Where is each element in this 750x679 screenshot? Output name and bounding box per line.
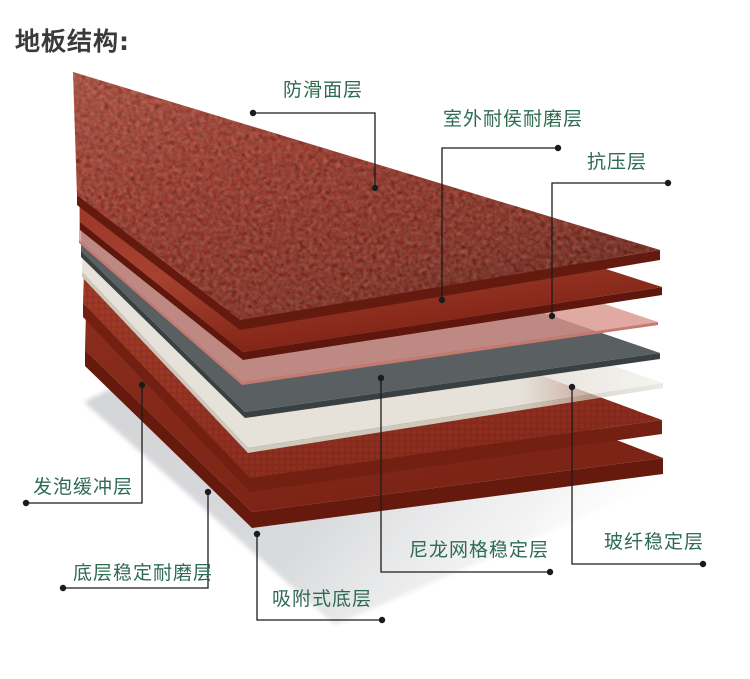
layer-edge-bottom-stable-wear — [85, 350, 663, 528]
callout-foam-cushion — [22, 381, 146, 507]
callout-line-foam-cushion — [26, 385, 143, 504]
callout-compression-resistant — [548, 179, 672, 320]
callout-dot-nylon-mesh-stabilizing — [377, 374, 385, 382]
callout-dot-foam-cushion — [22, 499, 30, 507]
callout-dot-outdoor-weather-wear — [554, 144, 562, 152]
callout-dot-suction-bottom — [378, 616, 386, 624]
callout-anti-slip-surface — [249, 109, 379, 192]
callout-line-nylon-mesh-stabilizing — [380, 378, 550, 573]
callout-dot-suction-bottom — [253, 530, 261, 538]
callout-label-nylon-mesh-stabilizing: 尼龙网格稳定层 — [409, 539, 550, 561]
callout-line-outdoor-weather-wear — [441, 147, 558, 300]
callout-dot-bottom-stable-wear — [204, 488, 212, 496]
callout-label-fiberglass-stabilizing: 玻纤稳定层 — [604, 531, 705, 553]
callout-dot-compression-resistant — [548, 312, 556, 320]
callout-label-suction-bottom: 吸附式底层 — [272, 588, 373, 610]
callout-label-foam-cushion: 发泡缓冲层 — [33, 476, 134, 498]
callout-label-bottom-stable-wear: 底层稳定耐磨层 — [73, 562, 214, 584]
callout-label-outdoor-weather-wear: 室外耐侯耐磨层 — [443, 108, 584, 130]
layer-edge-outdoor-weather-wear — [80, 222, 662, 360]
callout-line-fiberglass-stabilizing — [571, 387, 703, 565]
layer-edge-fiberglass-stabilizing — [82, 272, 663, 453]
callout-dot-bottom-stable-wear — [59, 584, 67, 592]
callout-dot-anti-slip-surface — [249, 109, 257, 117]
callout-dot-outdoor-weather-wear — [438, 296, 446, 304]
callout-suction-bottom — [253, 530, 386, 624]
callout-dot-anti-slip-surface — [371, 184, 379, 192]
callout-line-suction-bottom — [256, 534, 382, 621]
callout-dot-compression-resistant — [664, 179, 672, 187]
layer-edge-anti-slip-surface — [77, 195, 660, 330]
callout-dot-nylon-mesh-stabilizing — [546, 568, 554, 576]
callout-label-compression-resistant: 抗压层 — [587, 151, 648, 173]
callout-line-bottom-stable-wear — [63, 492, 209, 589]
callout-outdoor-weather-wear — [438, 144, 562, 304]
callout-dot-fiberglass-stabilizing — [568, 383, 576, 391]
callout-nylon-mesh-stabilizing — [377, 374, 554, 576]
callout-line-anti-slip-surface — [253, 112, 376, 188]
callout-line-compression-resistant — [551, 182, 668, 316]
callout-label-anti-slip-surface: 防滑面层 — [283, 79, 364, 101]
layer-edge-foam-cushion — [83, 303, 662, 492]
page-title: 地板结构: — [15, 27, 130, 56]
callout-dot-fiberglass-stabilizing — [699, 560, 707, 568]
callout-dot-foam-cushion — [138, 381, 146, 389]
layer-edge-nylon-mesh-stabilizing — [81, 251, 660, 418]
callout-fiberglass-stabilizing — [568, 383, 707, 568]
callout-bottom-stable-wear — [59, 488, 212, 592]
